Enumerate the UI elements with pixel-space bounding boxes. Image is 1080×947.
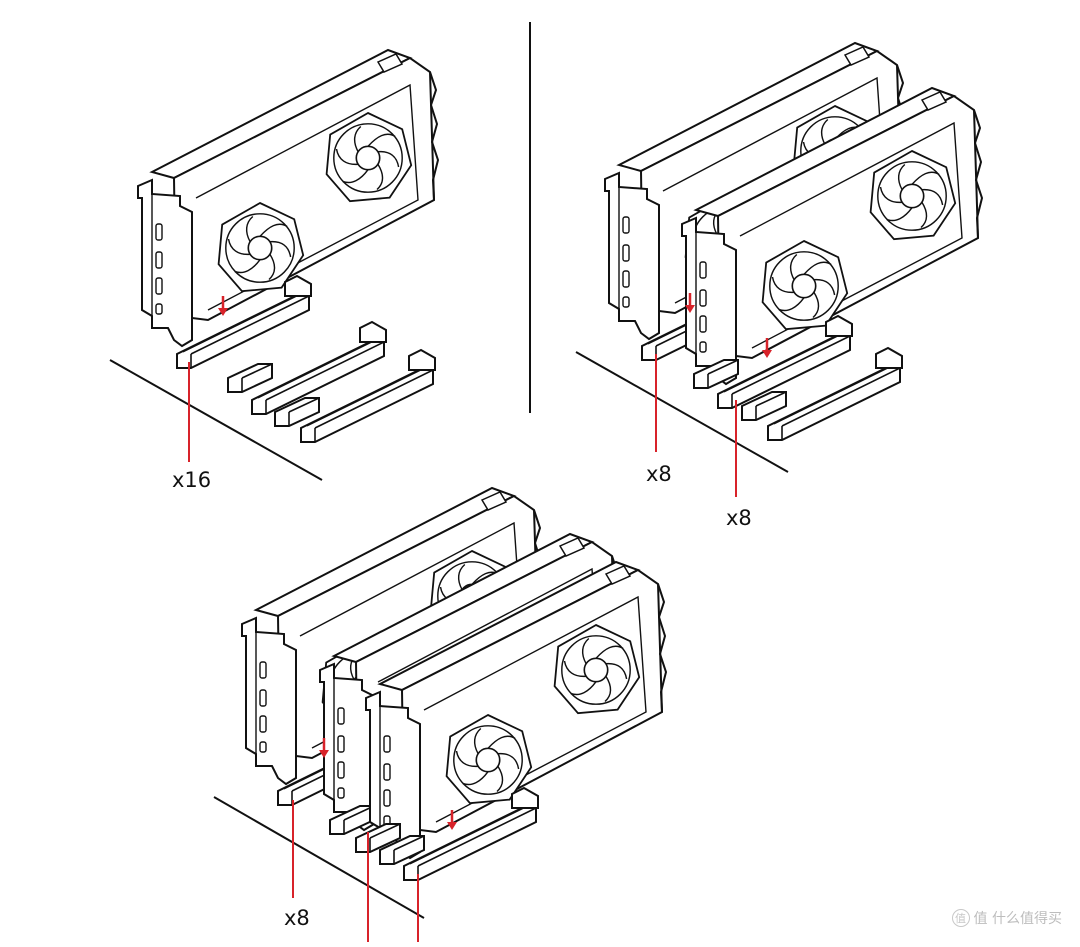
lane-label-x16: x16 — [172, 468, 212, 492]
motherboard-edge — [109, 359, 323, 481]
watermark-text: 值 什么值得买 — [973, 911, 1062, 927]
motherboard-edge — [575, 351, 789, 473]
smzdm-logo-icon: 值 — [951, 909, 970, 927]
panel-single-gpu — [109, 50, 438, 481]
watermark: 值 值 什么值得买 — [951, 908, 1062, 928]
panel-triple-gpu — [213, 488, 666, 942]
lane-label-x8: x8 — [646, 462, 672, 486]
lane-label-x8: x8 — [284, 906, 310, 930]
pcie-x1-slot — [227, 363, 273, 393]
panel-dual-gpu — [575, 43, 982, 497]
motherboard-edge — [213, 796, 425, 919]
lane-label-x8: x8 — [726, 506, 752, 530]
